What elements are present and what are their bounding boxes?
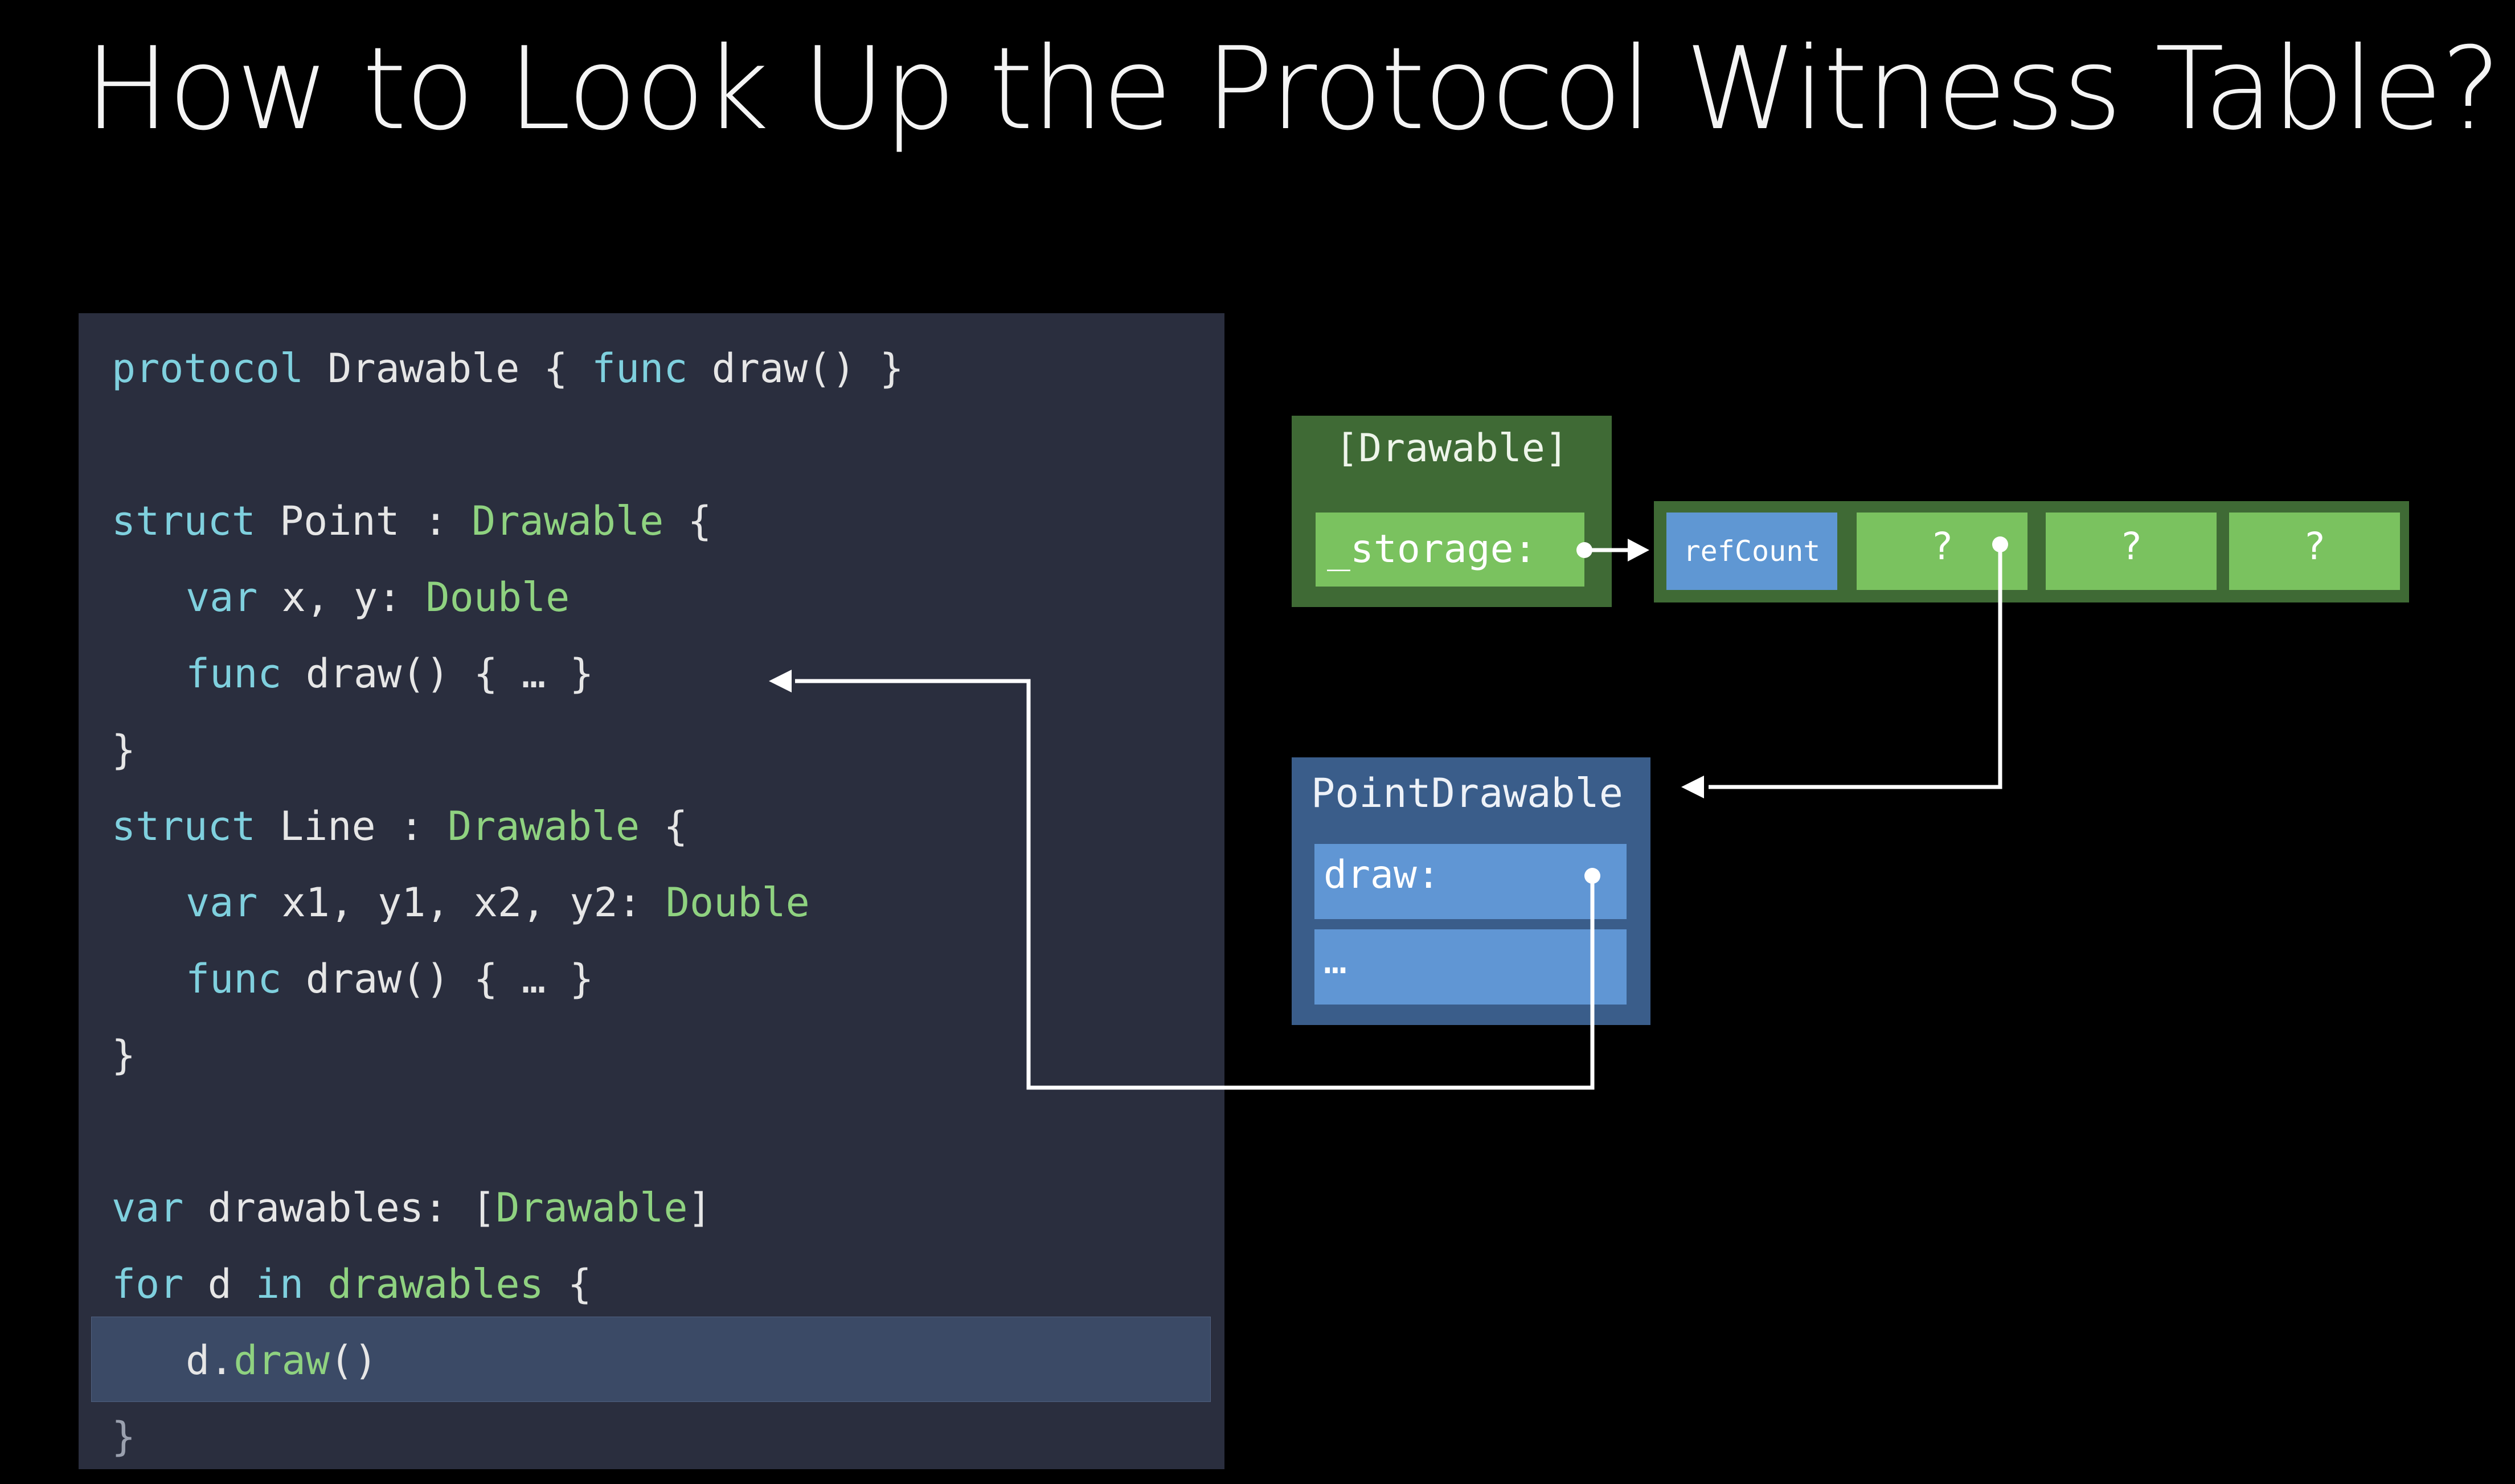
drawable-array-box: [Drawable] _storage: <box>1292 416 1612 607</box>
storage-arrowhead <box>1628 539 1649 561</box>
heap-cell-3: ? <box>2229 513 2400 590</box>
code-line-line-draw: func draw() { … } <box>186 956 594 1002</box>
code-line-for-close: } <box>112 1413 136 1460</box>
refcount-cell: refCount <box>1666 513 1837 590</box>
heap-cell-2: ? <box>2046 513 2217 590</box>
code-line-struct-point: struct Point : Drawable { <box>112 498 712 544</box>
code-line-var-drawables: var drawables: [Drawable] <box>112 1184 712 1231</box>
code-line-point-vars: var x, y: Double <box>186 574 570 621</box>
draw-pointer-dot <box>1584 868 1600 884</box>
storage-field: _storage: <box>1316 513 1584 587</box>
drawable-array-title: [Drawable] <box>1335 426 1568 471</box>
code-line-line-close: } <box>112 1032 136 1079</box>
witness-arrowhead <box>1681 776 1704 798</box>
code-line-draw-call: d.draw() <box>186 1337 378 1384</box>
code-line-protocol: protocol Drawable { func draw() } <box>112 345 904 392</box>
ellipsis-entry: … <box>1314 929 1627 1005</box>
code-line-struct-line: struct Line : Drawable { <box>112 803 688 850</box>
witness-pointer-line <box>1709 544 2002 789</box>
point-drawable-title: PointDrawable <box>1311 770 1623 817</box>
code-panel <box>79 313 1224 1469</box>
code-line-for-loop: for d in drawables { <box>112 1261 592 1307</box>
draw-entry: draw: <box>1314 844 1627 919</box>
code-line-point-close: } <box>112 727 136 773</box>
storage-pointer-dot <box>1576 542 1592 558</box>
slide-title: How to Look Up the Protocol Witness Tabl… <box>84 23 2501 155</box>
witness-pointer-dot <box>1992 536 2008 552</box>
draw-arrowhead <box>769 670 792 692</box>
code-line-line-vars: var x1, y1, x2, y2: Double <box>186 879 810 926</box>
code-line-point-draw: func draw() { … } <box>186 650 594 697</box>
draw-pointer-line <box>795 679 1595 1090</box>
highlighted-line <box>91 1317 1211 1402</box>
